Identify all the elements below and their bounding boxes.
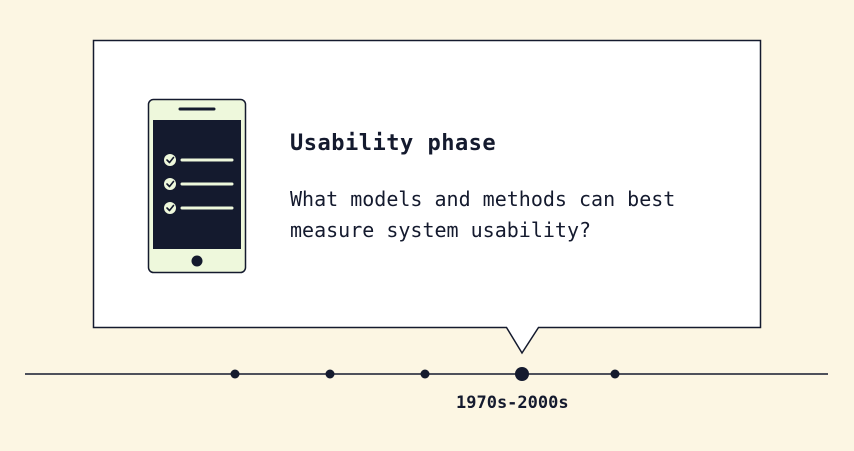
- checklist-item-3: [164, 202, 234, 214]
- card-title: Usability phase: [290, 131, 497, 156]
- check-icon: [164, 202, 176, 214]
- checklist-item-2: [164, 178, 234, 190]
- timeline-point-2[interactable]: [325, 369, 335, 379]
- timeline-active-label: 1970s-2000s: [456, 393, 569, 413]
- check-icon: [164, 178, 176, 190]
- check-icon: [164, 154, 176, 166]
- timeline-point-3[interactable]: [420, 369, 430, 379]
- checklist-item-1: [164, 154, 234, 166]
- phone-home-button: [191, 255, 203, 267]
- timeline-point-1[interactable]: [230, 369, 240, 379]
- card-body: What models and methods can best measure…: [290, 187, 676, 242]
- smartphone-checklist-icon: [147, 98, 247, 274]
- callout-card: [92, 39, 762, 355]
- timeline-point-5[interactable]: [610, 369, 620, 379]
- timeline-point-active[interactable]: [515, 367, 529, 381]
